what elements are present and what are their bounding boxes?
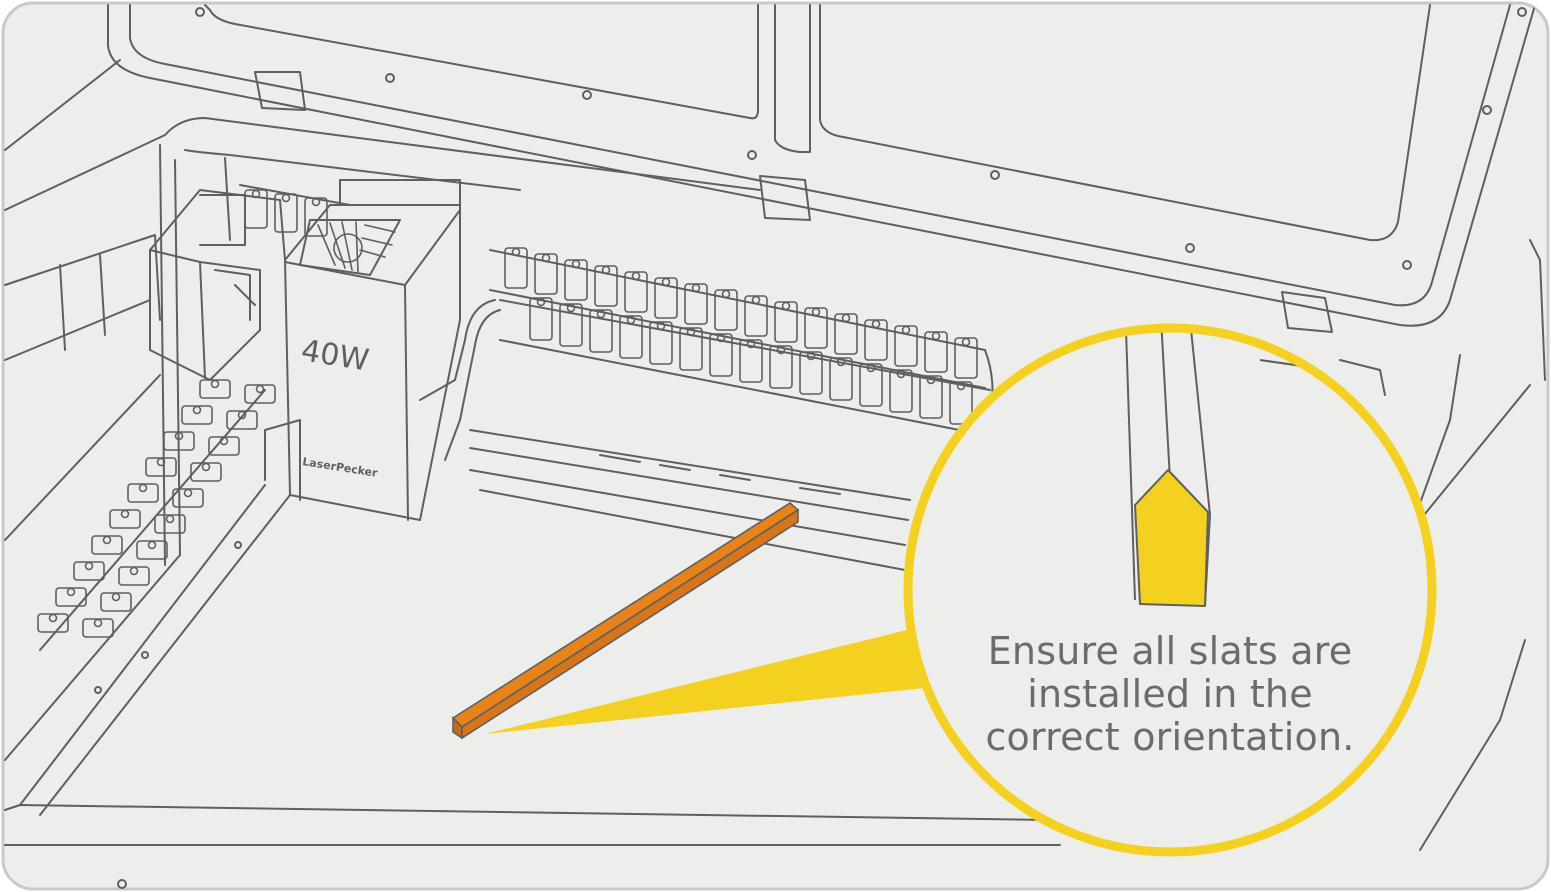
callout-line-2: installed in the xyxy=(1027,672,1313,716)
chain-links xyxy=(37,189,978,638)
chain-pin xyxy=(656,321,666,331)
chain-pin xyxy=(871,319,881,329)
chain-pin xyxy=(751,295,761,305)
chain-pin xyxy=(721,289,731,299)
slat-profile-highlight xyxy=(1134,469,1209,607)
chain-pin xyxy=(566,303,576,313)
chain-pin xyxy=(866,363,876,373)
chain-pin xyxy=(511,247,521,257)
chain-pin xyxy=(237,410,247,420)
chain-pin xyxy=(255,384,265,394)
chain-pin xyxy=(596,309,606,319)
chain-pin xyxy=(102,535,112,545)
chain-pin xyxy=(156,457,166,467)
chain-pin xyxy=(836,357,846,367)
chain-pin xyxy=(201,462,211,472)
chain-pin xyxy=(686,327,696,337)
stepper-motor xyxy=(149,189,286,381)
chain-pin xyxy=(210,379,220,389)
chain-pin xyxy=(48,613,58,623)
chain-pin xyxy=(120,509,130,519)
chain-pin xyxy=(93,618,103,628)
chain-pin xyxy=(536,297,546,307)
chain-pin xyxy=(716,333,726,343)
chain-pin xyxy=(961,337,971,347)
callout-magnifier xyxy=(903,323,1437,857)
chain-pin xyxy=(781,301,791,311)
chain-pin xyxy=(806,351,816,361)
chain-pin xyxy=(931,331,941,341)
chain-pin xyxy=(84,561,94,571)
chain-pin xyxy=(219,436,229,446)
chain-pin xyxy=(896,369,906,379)
open-lid xyxy=(107,4,1536,333)
callout-line-3: correct orientation. xyxy=(985,715,1355,759)
chain-pin xyxy=(776,345,786,355)
module-cable xyxy=(419,299,496,401)
chain-pin xyxy=(841,313,851,323)
chain-pin xyxy=(165,514,175,524)
machine-body xyxy=(4,59,1546,889)
chain-pin xyxy=(66,587,76,597)
chain-pin xyxy=(901,325,911,335)
callout-pointer xyxy=(485,628,925,734)
callout-ring xyxy=(903,323,1437,857)
chain-pin xyxy=(926,375,936,385)
chain-pin xyxy=(746,339,756,349)
chain-pin xyxy=(626,315,636,325)
chain-pin xyxy=(956,381,966,391)
chain-pin xyxy=(251,189,261,199)
chain-pin xyxy=(601,265,611,275)
chain-pin xyxy=(311,197,321,207)
slat-cross-section-left xyxy=(1124,328,1136,601)
callout-line-1: Ensure all slats are xyxy=(987,629,1353,673)
chain-pin xyxy=(571,259,581,269)
chain-pin xyxy=(129,566,139,576)
chain-pin xyxy=(174,431,184,441)
chain-pin xyxy=(192,405,202,415)
callout-message: Ensure all slats are installed in the co… xyxy=(930,630,1410,759)
chain-pin xyxy=(811,307,821,317)
chain-pin xyxy=(138,483,148,493)
chain-pin xyxy=(661,277,671,287)
chain-pin xyxy=(111,592,121,602)
laser-module xyxy=(284,179,461,521)
honeycomb-slat xyxy=(451,502,800,740)
chain-pin xyxy=(147,540,157,550)
gantry-rail xyxy=(469,429,911,571)
chain-pin xyxy=(183,488,193,498)
chain-pin xyxy=(541,253,551,263)
chain-pin xyxy=(631,271,641,281)
chain-pin xyxy=(281,193,291,203)
chain-pin xyxy=(691,283,701,293)
